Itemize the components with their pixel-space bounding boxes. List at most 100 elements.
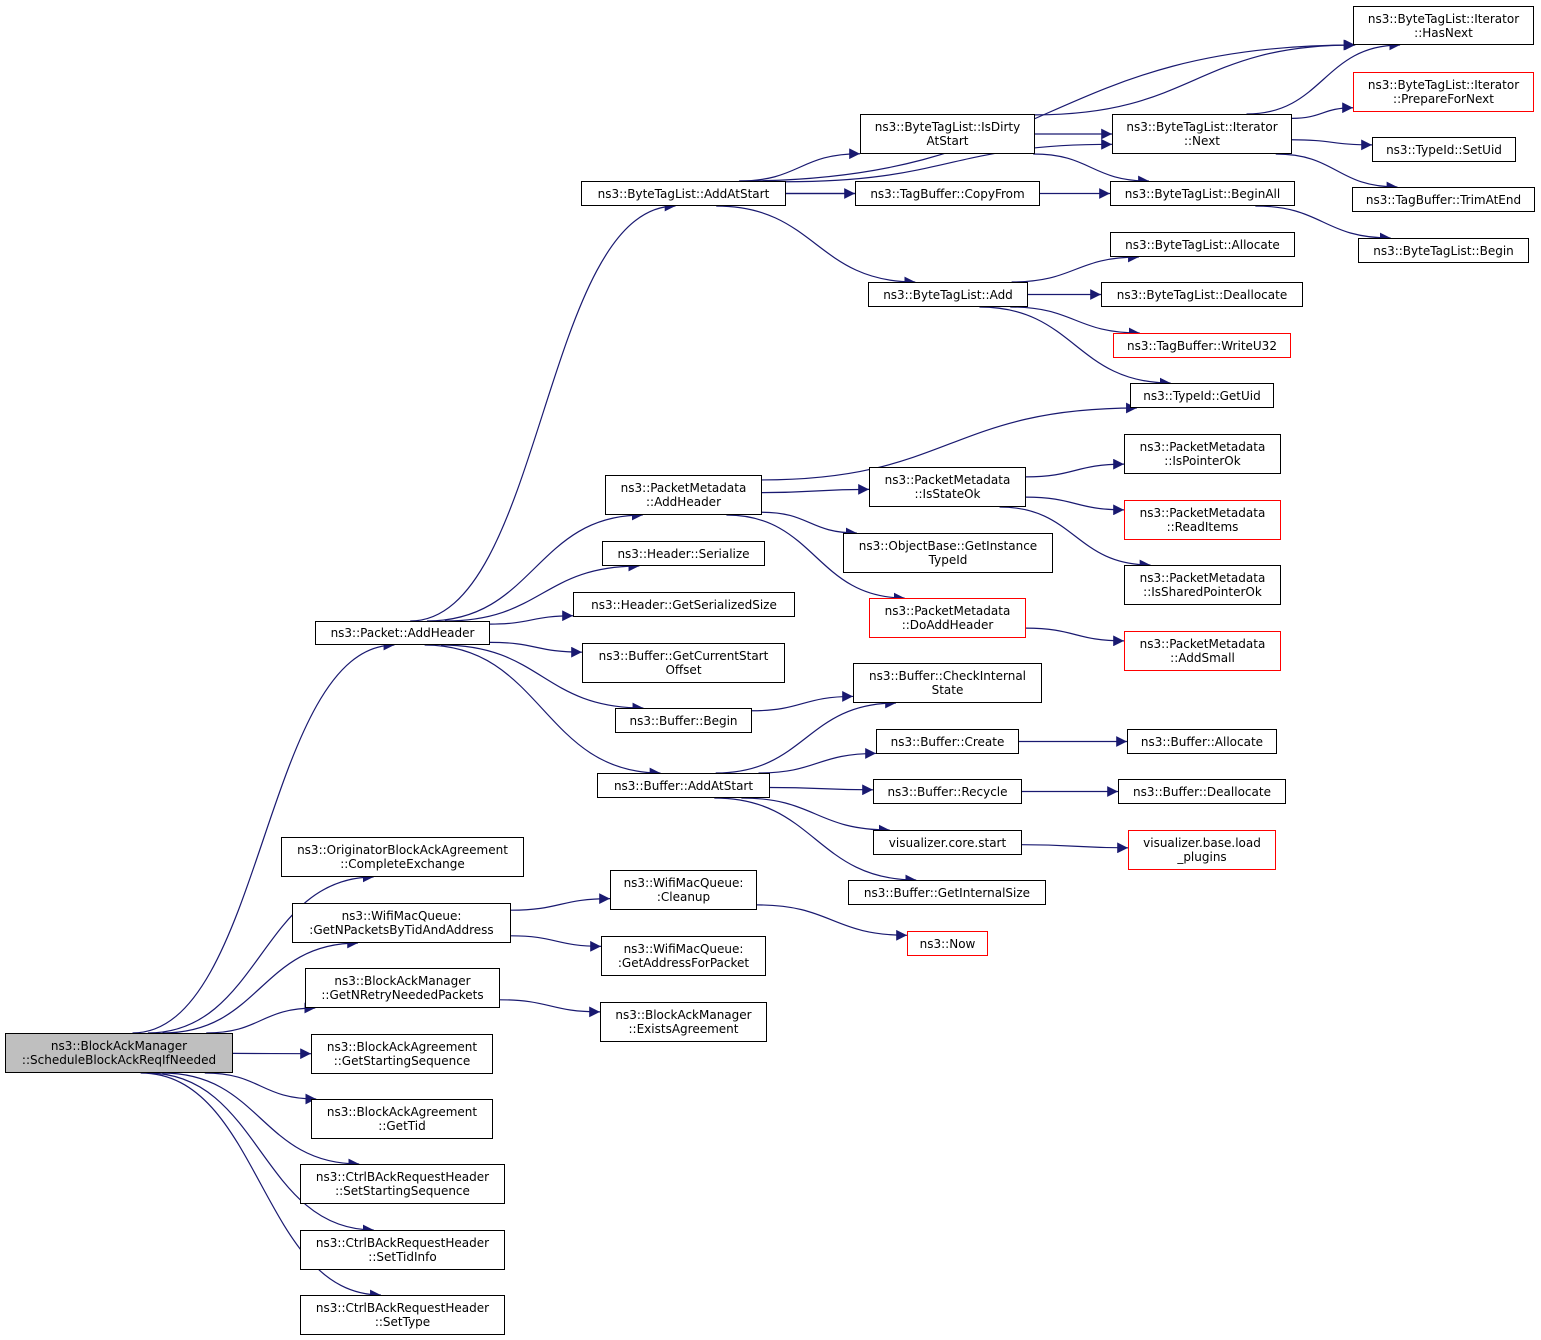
graph-node-label-line: ::ReadItems bbox=[1166, 520, 1239, 534]
graph-node-buf-getinternal[interactable]: ns3::Buffer::GetInternalSize bbox=[848, 880, 1046, 905]
graph-node-pm-ispointerok[interactable]: ns3::PacketMetadata::IsPointerOk bbox=[1124, 434, 1281, 474]
graph-node-label-line: State bbox=[931, 683, 964, 697]
graph-node-pm-doaddheader[interactable]: ns3::PacketMetadata::DoAddHeader bbox=[869, 598, 1026, 638]
call-edge-buf-addatstart-to-buf-create bbox=[758, 748, 877, 774]
graph-node-label-line: ::GetStartingSequence bbox=[333, 1054, 471, 1068]
graph-node-label-line: ns3::PacketMetadata bbox=[884, 473, 1011, 487]
graph-node-label-line: ::IsPointerOk bbox=[1164, 454, 1241, 468]
graph-node-buf-begin[interactable]: ns3::Buffer::Begin bbox=[615, 708, 752, 733]
graph-node-buf-allocate[interactable]: ns3::Buffer::Allocate bbox=[1127, 729, 1277, 754]
graph-node-btl-it-hasnext[interactable]: ns3::ByteTagList::Iterator::HasNext bbox=[1353, 6, 1534, 45]
graph-node-wmq-getaddr[interactable]: ns3::WifiMacQueue::GetAddressForPacket bbox=[601, 936, 766, 976]
graph-node-label-line: ns3::PacketMetadata bbox=[1139, 571, 1266, 585]
call-edge-pm-isstateok-to-pm-issharedptrok bbox=[999, 506, 1151, 571]
graph-node-btl-it-prepare[interactable]: ns3::ByteTagList::Iterator::PrepareForNe… bbox=[1353, 72, 1534, 112]
graph-node-buf-deallocate[interactable]: ns3::Buffer::Deallocate bbox=[1118, 779, 1286, 804]
graph-node-ns3-now[interactable]: ns3::Now bbox=[907, 931, 988, 956]
graph-node-label-line: ns3::ByteTagList::IsDirty bbox=[874, 120, 1021, 134]
graph-node-label-line: ns3::Header::GetSerializedSize bbox=[591, 597, 777, 612]
graph-node-label-line: ns3::BlockAckAgreement bbox=[326, 1040, 478, 1054]
graph-node-label-line: ns3::TagBuffer::CopyFrom bbox=[870, 186, 1025, 201]
graph-node-bam-exists[interactable]: ns3::BlockAckManager::ExistsAgreement bbox=[600, 1002, 767, 1042]
graph-node-buf-recycle[interactable]: ns3::Buffer::Recycle bbox=[873, 779, 1022, 804]
graph-node-label-line: ::AddSmall bbox=[1170, 651, 1235, 665]
graph-node-label-line: ns3::ByteTagList::AddAtStart bbox=[597, 186, 770, 201]
graph-node-label-line: ns3::BlockAckManager bbox=[50, 1039, 188, 1053]
graph-node-cbar-settid[interactable]: ns3::CtrlBAckRequestHeader::SetTidInfo bbox=[300, 1230, 505, 1270]
call-edge-pm-addheader-to-pm-doaddheader bbox=[726, 514, 905, 604]
graph-node-typeid-getuid[interactable]: ns3::TypeId::GetUid bbox=[1130, 383, 1274, 408]
graph-node-label-line: ns3::TypeId::GetUid bbox=[1143, 388, 1261, 403]
graph-node-pm-issharedptrok[interactable]: ns3::PacketMetadata::IsSharedPointerOk bbox=[1124, 565, 1281, 605]
call-edge-pkt-addheader-to-hdr-serialize bbox=[444, 560, 640, 622]
graph-node-btl-addatstart[interactable]: ns3::ByteTagList::AddAtStart bbox=[581, 181, 786, 206]
graph-node-baa-getstart[interactable]: ns3::BlockAckAgreement::GetStartingSeque… bbox=[311, 1034, 493, 1074]
call-edge-buf-addatstart-to-buf-getinternal bbox=[714, 797, 917, 886]
graph-node-label-line: Offset bbox=[665, 663, 702, 677]
call-edge-buf-addatstart-to-buf-recycle bbox=[769, 784, 874, 796]
graph-node-label-line: ::ExistsAgreement bbox=[628, 1022, 739, 1036]
graph-node-tb-trimatend[interactable]: ns3::TagBuffer::TrimAtEnd bbox=[1352, 187, 1535, 212]
call-edge-root-to-cbar-setstart bbox=[162, 1072, 360, 1170]
graph-node-hdr-getsize[interactable]: ns3::Header::GetSerializedSize bbox=[573, 592, 795, 617]
graph-node-buf-create[interactable]: ns3::Buffer::Create bbox=[876, 729, 1019, 754]
graph-node-cbar-settype[interactable]: ns3::CtrlBAckRequestHeader::SetType bbox=[300, 1295, 505, 1335]
graph-node-btl-it-next[interactable]: ns3::ByteTagList::Iterator::Next bbox=[1112, 114, 1292, 154]
graph-node-wmq-getn[interactable]: ns3::WifiMacQueue::GetNPacketsByTidAndAd… bbox=[292, 903, 511, 943]
graph-node-label-line: ns3::PacketMetadata bbox=[1139, 637, 1266, 651]
call-edge-btl-add-to-tb-writeu32 bbox=[1010, 306, 1140, 339]
graph-node-btl-deallocate[interactable]: ns3::ByteTagList::Deallocate bbox=[1101, 282, 1303, 307]
graph-node-label-line: ns3::ByteTagList::Deallocate bbox=[1116, 287, 1288, 302]
graph-node-tb-copyfrom[interactable]: ns3::TagBuffer::CopyFrom bbox=[855, 181, 1040, 206]
graph-node-pm-addsmall[interactable]: ns3::PacketMetadata::AddSmall bbox=[1124, 631, 1281, 671]
call-edge-root-to-bam-getnretry bbox=[206, 1002, 316, 1034]
graph-node-label-line: ::SetStartingSequence bbox=[335, 1184, 470, 1198]
graph-node-pm-isstateok[interactable]: ns3::PacketMetadata::IsStateOk bbox=[869, 467, 1026, 507]
graph-node-label-line: ns3::TypeId::SetUid bbox=[1386, 142, 1502, 157]
graph-node-buf-addatstart[interactable]: ns3::Buffer::AddAtStart bbox=[597, 773, 770, 798]
call-edge-root-to-orig-complete bbox=[147, 871, 374, 1034]
graph-node-pm-readitems[interactable]: ns3::PacketMetadata::ReadItems bbox=[1124, 500, 1281, 540]
graph-node-tb-writeu32[interactable]: ns3::TagBuffer::WriteU32 bbox=[1113, 333, 1291, 358]
graph-node-cbar-setstart[interactable]: ns3::CtrlBAckRequestHeader::SetStartingS… bbox=[300, 1164, 505, 1204]
graph-node-label-line: ns3::BlockAckAgreement bbox=[326, 1105, 478, 1119]
graph-node-label-line: _plugins bbox=[1177, 850, 1227, 864]
graph-node-label-line: ns3::Packet::AddHeader bbox=[330, 626, 475, 640]
graph-node-label-line: ns3::PacketMetadata bbox=[884, 604, 1011, 618]
graph-node-btl-begin[interactable]: ns3::ByteTagList::Begin bbox=[1358, 238, 1529, 263]
graph-node-label-line: ns3::WifiMacQueue: bbox=[341, 909, 462, 923]
graph-node-label-line: ns3::Buffer::AddAtStart bbox=[613, 778, 754, 793]
call-edge-bam-getnretry-to-bam-exists bbox=[499, 999, 601, 1018]
graph-node-pm-addheader[interactable]: ns3::PacketMetadata::AddHeader bbox=[605, 475, 762, 515]
call-edge-btl-add-to-btl-allocate bbox=[1011, 251, 1139, 283]
graph-node-hdr-serialize[interactable]: ns3::Header::Serialize bbox=[602, 541, 765, 566]
graph-node-btl-beginall[interactable]: ns3::ByteTagList::BeginAll bbox=[1110, 181, 1295, 206]
call-edge-pkt-addheader-to-buf-begin bbox=[441, 644, 644, 714]
graph-node-label-line: ns3::TagBuffer::TrimAtEnd bbox=[1365, 192, 1522, 207]
graph-node-label-line: ns3::ByteTagList::Begin bbox=[1373, 243, 1514, 258]
graph-node-label-line: ns3::BlockAckManager bbox=[615, 1008, 752, 1022]
graph-node-viz-core-start[interactable]: visualizer.core.start bbox=[873, 830, 1022, 855]
graph-node-label-line: ns3::TagBuffer::WriteU32 bbox=[1127, 338, 1277, 353]
call-edge-btl-it-next-to-btl-it-hasnext bbox=[1246, 39, 1401, 115]
graph-node-bam-getnretry[interactable]: ns3::BlockAckManager::GetNRetryNeededPac… bbox=[305, 968, 500, 1008]
graph-node-wmq-cleanup[interactable]: ns3::WifiMacQueue::Cleanup bbox=[610, 870, 757, 910]
graph-node-label-line: :GetAddressForPacket bbox=[617, 956, 750, 970]
graph-node-btl-add[interactable]: ns3::ByteTagList::Add bbox=[868, 282, 1028, 307]
graph-node-baa-gettid[interactable]: ns3::BlockAckAgreement::GetTid bbox=[311, 1099, 493, 1139]
call-edge-root-to-cbar-settid bbox=[147, 1072, 374, 1236]
graph-node-orig-complete[interactable]: ns3::OriginatorBlockAckAgreement::Comple… bbox=[281, 837, 524, 877]
graph-node-viz-base-load[interactable]: visualizer.base.load_plugins bbox=[1128, 830, 1276, 870]
graph-node-pkt-addheader[interactable]: ns3::Packet::AddHeader bbox=[315, 621, 490, 645]
graph-node-btl-allocate[interactable]: ns3::ByteTagList::Allocate bbox=[1110, 232, 1295, 257]
call-edge-buf-begin-to-buf-checkinternal bbox=[751, 691, 854, 712]
call-edge-btl-addatstart-to-btl-it-hasnext bbox=[740, 39, 1356, 182]
graph-node-typeid-setuid[interactable]: ns3::TypeId::SetUid bbox=[1372, 137, 1516, 162]
call-edge-root-to-wmq-getn bbox=[162, 937, 359, 1034]
graph-node-label-line: ns3::BlockAckManager bbox=[334, 974, 471, 988]
graph-node-label-line: ns3::Now bbox=[919, 936, 976, 951]
